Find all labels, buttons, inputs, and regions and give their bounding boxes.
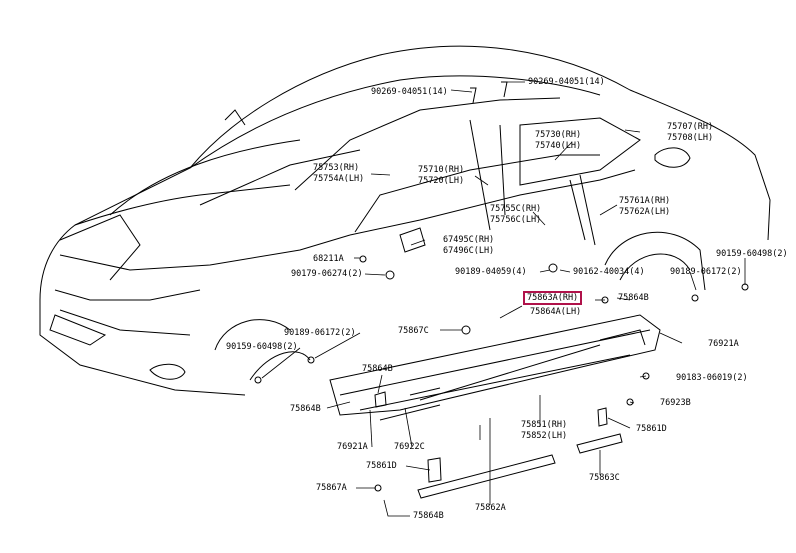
label-68211a: 68211A (313, 254, 344, 264)
label-90183-06019: 90183-06019(2) (676, 373, 748, 383)
label-75708-lh: 75708(LH) (667, 133, 714, 143)
label-67496c-lh: 67496C(LH) (443, 246, 495, 256)
label-90179-06274: 90179-06274(2) (291, 269, 363, 279)
label-75862a: 75862A (475, 503, 506, 513)
label-75851-rh: 75851(RH) (521, 420, 568, 430)
label-75861d-left: 75861D (366, 461, 397, 471)
label-90189-04059: 90189-04059(4) (455, 267, 527, 277)
label-75730-rh: 75730(RH) (535, 130, 582, 140)
label-75707-rh: 75707(RH) (667, 122, 714, 132)
label-90269-04051-right: 90269-04051(14) (528, 77, 605, 87)
label-75863a-rh-highlighted: 75863A(RH) (523, 291, 583, 305)
label-75710-rh: 75710(RH) (418, 165, 465, 175)
label-75852-lh: 75852(LH) (521, 431, 568, 441)
label-75761a-rh: 75761A(RH) (619, 196, 671, 206)
label-75762a-lh: 75762A(LH) (619, 207, 671, 217)
label-90189-06172-right: 90189-06172(2) (670, 267, 742, 277)
label-90159-60498-left: 90159-60498(2) (226, 342, 298, 352)
label-90162-40034: 90162-40034(4) (573, 267, 645, 277)
label-75756c-lh: 75756C(LH) (490, 215, 542, 225)
label-75720-lh: 75720(LH) (418, 176, 465, 186)
label-76922c: 76922C (394, 442, 425, 452)
label-76923b: 76923B (660, 398, 691, 408)
label-76921a-right: 76921A (708, 339, 739, 349)
label-75740-lh: 75740(LH) (535, 141, 582, 151)
label-75864a-lh: 75864A(LH) (530, 307, 582, 317)
label-75864b-mid: 75864B (362, 364, 393, 374)
label-90269-04051-left: 90269-04051(14) (371, 87, 448, 97)
label-75864b-bottom: 75864B (413, 511, 444, 521)
label-75863c: 75863C (589, 473, 620, 483)
label-76921a-left: 76921A (337, 442, 368, 452)
label-75753-rh: 75753(RH) (313, 163, 360, 173)
label-90189-06172-left: 90189-06172(2) (284, 328, 356, 338)
label-67495c-rh: 67495C(RH) (443, 235, 495, 245)
label-75755c-rh: 75755C(RH) (490, 204, 542, 214)
label-75867a: 75867A (316, 483, 347, 493)
label-90159-60498-right: 90159-60498(2) (716, 249, 788, 259)
label-75754a-lh: 75754A(LH) (313, 174, 365, 184)
label-75864b-left: 75864B (290, 404, 321, 414)
label-75861d-right: 75861D (636, 424, 667, 434)
label-75864b-right: 75864B (618, 293, 649, 303)
label-75867c: 75867C (398, 326, 429, 336)
